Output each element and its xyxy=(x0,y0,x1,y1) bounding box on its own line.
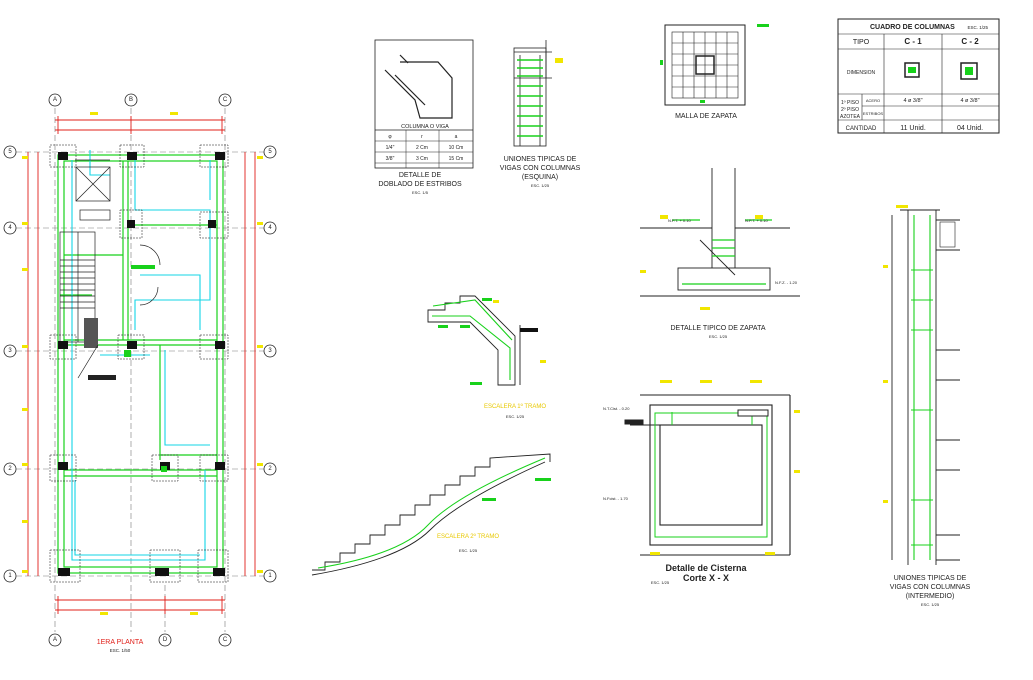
corner-joint-title-2: VIGAS CON COLUMNAS xyxy=(500,165,581,172)
grid-label-left-1: 1 xyxy=(8,573,12,579)
middle-joint-title-1: UNIONES TIPICAS DE xyxy=(894,575,967,582)
stirrup-header-phi: φ xyxy=(388,134,392,140)
grid-label-top-b: B xyxy=(129,97,133,103)
stirrup-cell: 2 Cm xyxy=(416,145,428,151)
stair-2-scale: ESC. 1/25 xyxy=(459,548,478,553)
footing-level-1: N.P.T. + 0.10 xyxy=(668,218,691,223)
column-row-cantidad: CANTIDAD xyxy=(846,126,877,132)
column-cantidad-c2: 04 Unid. xyxy=(957,125,983,132)
grid-label-top-c: C xyxy=(223,97,228,103)
middle-joint-scale: ESC. 1/25 xyxy=(921,602,940,607)
grid-label-right-2: 2 xyxy=(268,466,272,472)
footing-mesh-detail: MALLA DE ZAPATA xyxy=(660,24,769,120)
stair-1-title: ESCALERA 1º TRAMO xyxy=(484,403,546,410)
stair-flight-1-section: ESCALERA 1º TRAMO ESC. 1/25 xyxy=(427,295,546,419)
cistern-level-top: N.T.Cist. - 0.20 xyxy=(603,406,630,411)
column-row-floor3: AZOTEA xyxy=(840,114,861,120)
stirrup-cell: 10 Cm xyxy=(449,145,464,151)
grid-label-top-a: A xyxy=(53,97,57,103)
column-table-title: CUADRO DE COLUMNAS xyxy=(870,24,955,31)
grid-label-left-3: 3 xyxy=(8,348,12,354)
stirrup-bending-detail: COLUMNA O VIGA φ r a 1/4" 2 Cm 10 Cm 3/8… xyxy=(374,39,474,195)
grid-label-right-3: 3 xyxy=(268,348,272,354)
column-acero-c2: 4 ø 3/8" xyxy=(960,98,979,104)
corner-joint-title-3: (ESQUINA) xyxy=(522,174,558,181)
corner-joint-title-1: UNIONES TIPICAS DE xyxy=(504,156,577,163)
stirrup-scale: ESC. 1/5 xyxy=(412,190,429,195)
floor-plan: A B C A D C 5 4 3 2 1 5 4 3 2 1 xyxy=(3,93,277,653)
column-schedule-table: CUADRO DE COLUMNAS ESC. 1/25 TIPO C - 1 … xyxy=(837,18,1000,134)
footing-level-3: N.F.Z. - 1.20 xyxy=(775,280,798,285)
stair-hatch xyxy=(84,318,98,348)
column-sub-estribos: ESTRIBOS xyxy=(863,111,884,116)
column-table-tipo: TIPO xyxy=(853,39,870,46)
column-c2-section xyxy=(960,62,978,80)
grid-label-right-1: 1 xyxy=(268,573,272,579)
stirrup-cell: 3 Cm xyxy=(416,156,428,162)
corner-joint-detail: UNIONES TIPICAS DE VIGAS CON COLUMNAS (E… xyxy=(500,40,581,188)
footing-detail-title: DETALLE TIPICO DE ZAPATA xyxy=(670,325,765,332)
middle-joint-title-3: (INTERMEDIO) xyxy=(906,593,955,600)
footing-typical-detail: N.P.T. + 0.10 N.P.T. + 0.10 N.F.Z. - 1.2… xyxy=(640,168,800,339)
grid-label-bottom-a: A xyxy=(53,637,57,643)
footing-detail-scale: ESC. 1/25 xyxy=(709,334,728,339)
footing-mesh-title: MALLA DE ZAPATA xyxy=(675,113,737,120)
column-row-floor2: 2º PISO xyxy=(841,107,859,113)
column-c1-core xyxy=(908,67,916,73)
grid-label-left-5: 5 xyxy=(8,149,12,155)
beam-section-top xyxy=(939,221,956,248)
column-cantidad-c1: 11 Unid. xyxy=(900,125,926,132)
grid-label-right-5: 5 xyxy=(268,149,272,155)
column-row-floor1: 1º PISO xyxy=(841,100,859,106)
column-acero-c1: 4 ø 3/8" xyxy=(903,98,922,104)
cistern-section: N.T.Cist. - 0.20 N.Fcist. - 1.70 Detalle… xyxy=(603,380,800,585)
grid-label-bottom-d: D xyxy=(163,637,168,643)
stirrup-beam-label: COLUMNA O VIGA xyxy=(401,124,449,130)
column-row-dimension: DIMENSION xyxy=(847,70,876,76)
footing-level-2: N.P.T. + 0.10 xyxy=(745,218,768,223)
stair-1-scale: ESC. 1/25 xyxy=(506,414,525,419)
grid-label-left-2: 2 xyxy=(8,466,12,472)
stirrup-header-r: r xyxy=(421,134,423,140)
plan-north-bar xyxy=(88,375,116,380)
corner-joint-scale: ESC. 1/25 xyxy=(531,183,550,188)
stirrup-title-1: DETALLE DE xyxy=(399,172,442,179)
column-type-c2: C - 2 xyxy=(961,37,979,46)
stirrup-header-a: a xyxy=(455,134,458,140)
plan-title: 1ERA PLANTA xyxy=(97,639,144,646)
middle-joint-title-2: VIGAS CON COLUMNAS xyxy=(890,584,971,591)
grid-label-bottom-c: C xyxy=(223,637,228,643)
column-sub-acero: ACERO xyxy=(866,98,880,103)
cistern-title-2: Corte X - X xyxy=(683,573,729,583)
grid-label-left-4: 4 xyxy=(8,225,12,231)
plan-scale: ESC. 1/50 xyxy=(110,648,131,653)
cistern-level-bottom: N.Fcist. - 1.70 xyxy=(603,496,629,501)
stirrup-cell: 15 Cm xyxy=(449,156,464,162)
stair-2-title: ESCALERA 2º TRAMO xyxy=(437,533,499,540)
column-table-scale: ESC. 1/25 xyxy=(967,25,988,30)
column-type-c1: C - 1 xyxy=(904,37,922,46)
intermediate-joint-detail: UNIONES TIPICAS DE VIGAS CON COLUMNAS (I… xyxy=(883,205,971,607)
cistern-title-1: Detalle de Cisterna xyxy=(665,563,747,573)
stirrup-cell: 3/8" xyxy=(386,156,395,162)
stair-flight-2-section: ESCALERA 2º TRAMO ESC. 1/25 xyxy=(311,453,551,576)
column-c2-core xyxy=(965,67,973,75)
stirrup-cell: 1/4" xyxy=(386,145,395,151)
grid-label-right-4: 4 xyxy=(268,225,272,231)
stirrup-title-2: DOBLADO DE ESTRIBOS xyxy=(378,181,462,188)
column-c1-section xyxy=(904,62,920,78)
cistern-scale: ESC. 1/25 xyxy=(651,580,670,585)
